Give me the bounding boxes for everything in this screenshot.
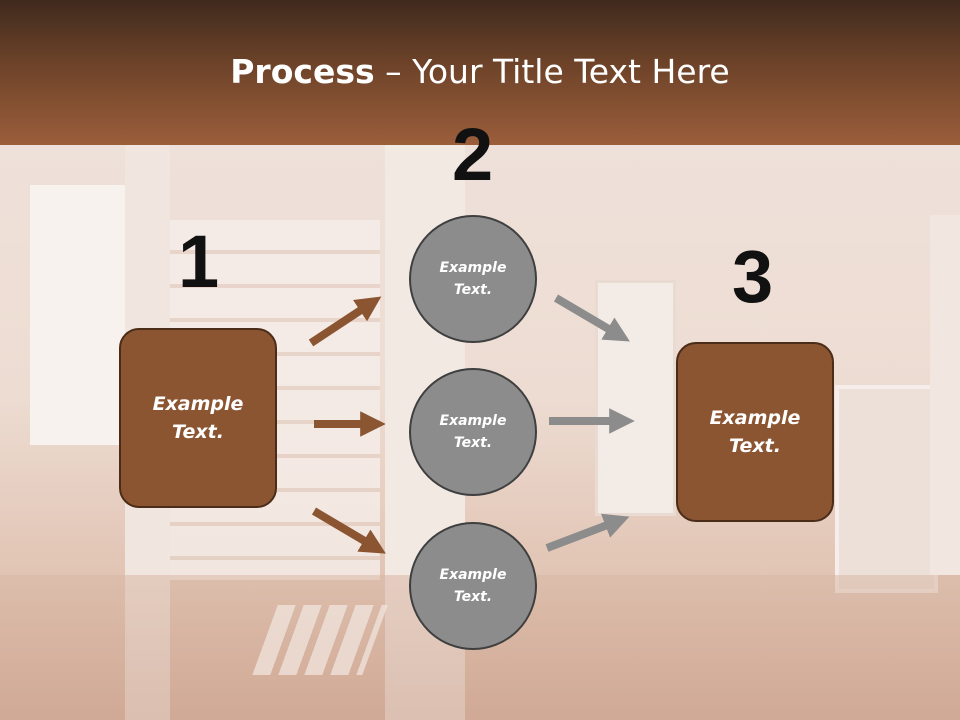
title-rest: – Your Title Text Here — [374, 52, 730, 91]
arrow-from-top-circle — [553, 294, 630, 342]
arrow-to-bottom-circle — [311, 507, 386, 554]
background-right-column — [930, 215, 960, 575]
arrow-from-bottom-circle — [545, 513, 630, 552]
step-number-3: 3 — [732, 235, 774, 318]
step-number-1: 1 — [178, 220, 220, 303]
slide-title: Process – Your Title Text Here — [0, 52, 960, 91]
step-number-2: 2 — [452, 113, 494, 196]
title-bold: Process — [230, 52, 375, 91]
arrow-to-top-circle — [308, 296, 382, 347]
title-banner: Process – Your Title Text Here — [0, 0, 960, 145]
